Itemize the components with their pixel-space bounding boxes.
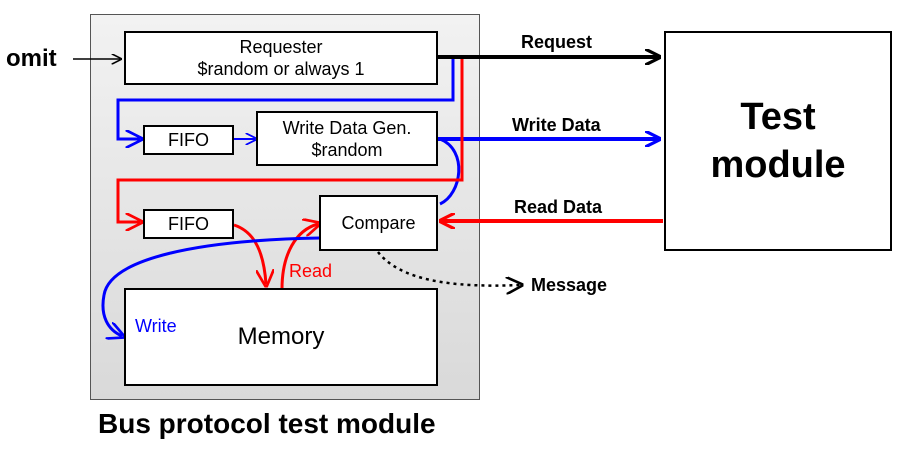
fifo-read-box: FIFO: [143, 209, 234, 239]
memory-box: Memory: [124, 288, 438, 386]
requester-box: Requester $random or always 1: [124, 31, 438, 85]
memory-read-label: Read: [289, 261, 333, 281]
write-data-label: Write Data: [512, 115, 601, 135]
fifo-to-memory-curve: [233, 223, 266, 284]
compare-to-memory-write-curve: [101, 236, 321, 336]
container-caption: Bus protocol test module: [98, 408, 436, 439]
test-module-label-line1: Test: [740, 96, 816, 138]
requester-to-fifo-read-line: [116, 59, 464, 222]
requester-sublabel: $random or always 1: [197, 59, 365, 79]
fifo-read-label: FIFO: [168, 214, 209, 234]
write-data-gen-sublabel: $random: [311, 139, 383, 160]
write-data-gen-box: Write Data Gen. $random: [256, 111, 438, 166]
message-label: Message: [531, 275, 608, 295]
compare-box: Compare: [319, 195, 438, 251]
memory-label: Memory: [237, 323, 325, 350]
wdgen-to-compare-curve: [439, 137, 461, 206]
fifo-write-box: FIFO: [143, 125, 234, 155]
message-arrow: [377, 251, 520, 286]
compare-label: Compare: [341, 213, 416, 233]
request-label: Request: [521, 32, 593, 52]
fifo-write-label: FIFO: [168, 130, 209, 150]
memory-to-compare-curve: [280, 224, 318, 290]
omit-label: omit: [6, 45, 57, 72]
test-module-box: Test module: [664, 31, 892, 251]
read-data-label: Read Data: [514, 197, 603, 217]
requester-label: Requester: [239, 37, 323, 57]
requester-to-fifo-write-line: [116, 59, 455, 139]
memory-write-label: Write: [135, 316, 177, 336]
write-data-gen-label: Write Data Gen.: [282, 117, 412, 138]
test-module-label-line2: module: [710, 144, 846, 186]
